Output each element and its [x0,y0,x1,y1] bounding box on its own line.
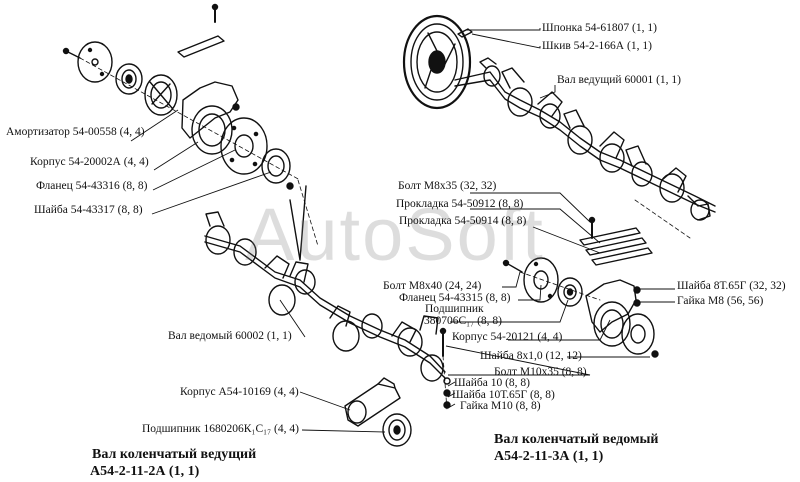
bearing-left [115,63,143,95]
label-shayba-8t65g: Шайба 8Т.65Г (32, 32) [677,280,786,292]
pulley [402,14,472,110]
bolt-m8x35 [588,216,596,239]
caption-left-line1: Вал коленчатый ведущий [92,447,257,462]
label-shayba-8x10: Шайба 8х1,0 (12, 12) [480,350,582,362]
label-flanets-43315: Фланец 54-43315 (8, 8) [399,292,511,304]
caption-right-line2: А54-2-11-3А (1, 1) [494,449,604,464]
key [457,28,473,38]
small-bolt [62,47,81,59]
caption-left-line2: А54-2-11-2А (1, 1) [90,464,200,479]
caption-right-line1: Вал коленчатый ведомый [494,432,659,447]
label-val-vedushchiy: Вал ведущий 60001 (1, 1) [557,74,681,86]
label-shayba-43317: Шайба 54-43317 (8, 8) [34,204,143,216]
gasket-top [177,35,225,58]
label-shkiv: Шкив 54-2-166А (1, 1) [542,40,652,52]
label-bolt-m10x35: Болт М10х35 (8, 8) [494,366,587,378]
label-prokladka-50912: Прокладка 54-50912 (8, 8) [396,198,524,210]
driven-crankshaft [204,185,446,382]
bearing-right [557,277,583,307]
bolt-m10x35 [439,327,447,357]
bearing-lower [382,413,412,447]
label-korpus-20002: Корпус 54-20002А (4, 4) [30,156,149,168]
label-shayba-10t65g: Шайба 10Т.65Г (8, 8) [452,389,555,401]
label-bolt-m8x35: Болт М8х35 (32, 32) [398,180,497,192]
washer-stack-m10 [443,377,451,409]
label-podshipnik-b: 380706С₁₇ (8, 8) [424,315,502,327]
label-podshipnik-1680206: Подшипник 1680206К₁С₁₇ (4, 4) [142,423,299,435]
label-gayka-m10: Гайка М10 (8, 8) [460,400,541,412]
drive-crankshaft [454,57,716,221]
housing-lower [344,377,401,427]
label-korpus-10169: Корпус А54-10169 (4, 4) [180,386,299,398]
label-val-vedomyy: Вал ведомый 60002 (1, 1) [168,330,292,342]
housing-upper [181,81,240,155]
label-prokladka-50914: Прокладка 54-50914 (8, 8) [399,215,527,227]
label-shayba-10: Шайба 10 (8, 8) [454,377,530,389]
label-korpus-20121: Корпус 54-20121 (4, 4) [452,331,563,343]
label-gayka-m8: Гайка М8 (56, 56) [677,295,764,307]
label-podshipnik-a: Подшипник [425,303,484,315]
washer-disc [77,41,113,83]
label-amortizator: Амортизатор 54-00558 (4, 4) [6,126,145,138]
washer-left [261,148,294,190]
bolt-m8x40 [502,259,523,273]
screw-top [211,3,219,23]
flange-left [220,117,268,175]
gasket-stack [579,227,653,266]
flange-right [523,257,559,303]
housing-right [585,279,659,358]
label-bolt-m8x40: Болт М8х40 (24, 24) [383,280,482,292]
damper [144,74,178,116]
label-shponka: Шпонка 54-61807 (1, 1) [542,22,657,34]
label-flanets-43316: Фланец 54-43316 (8, 8) [36,180,148,192]
